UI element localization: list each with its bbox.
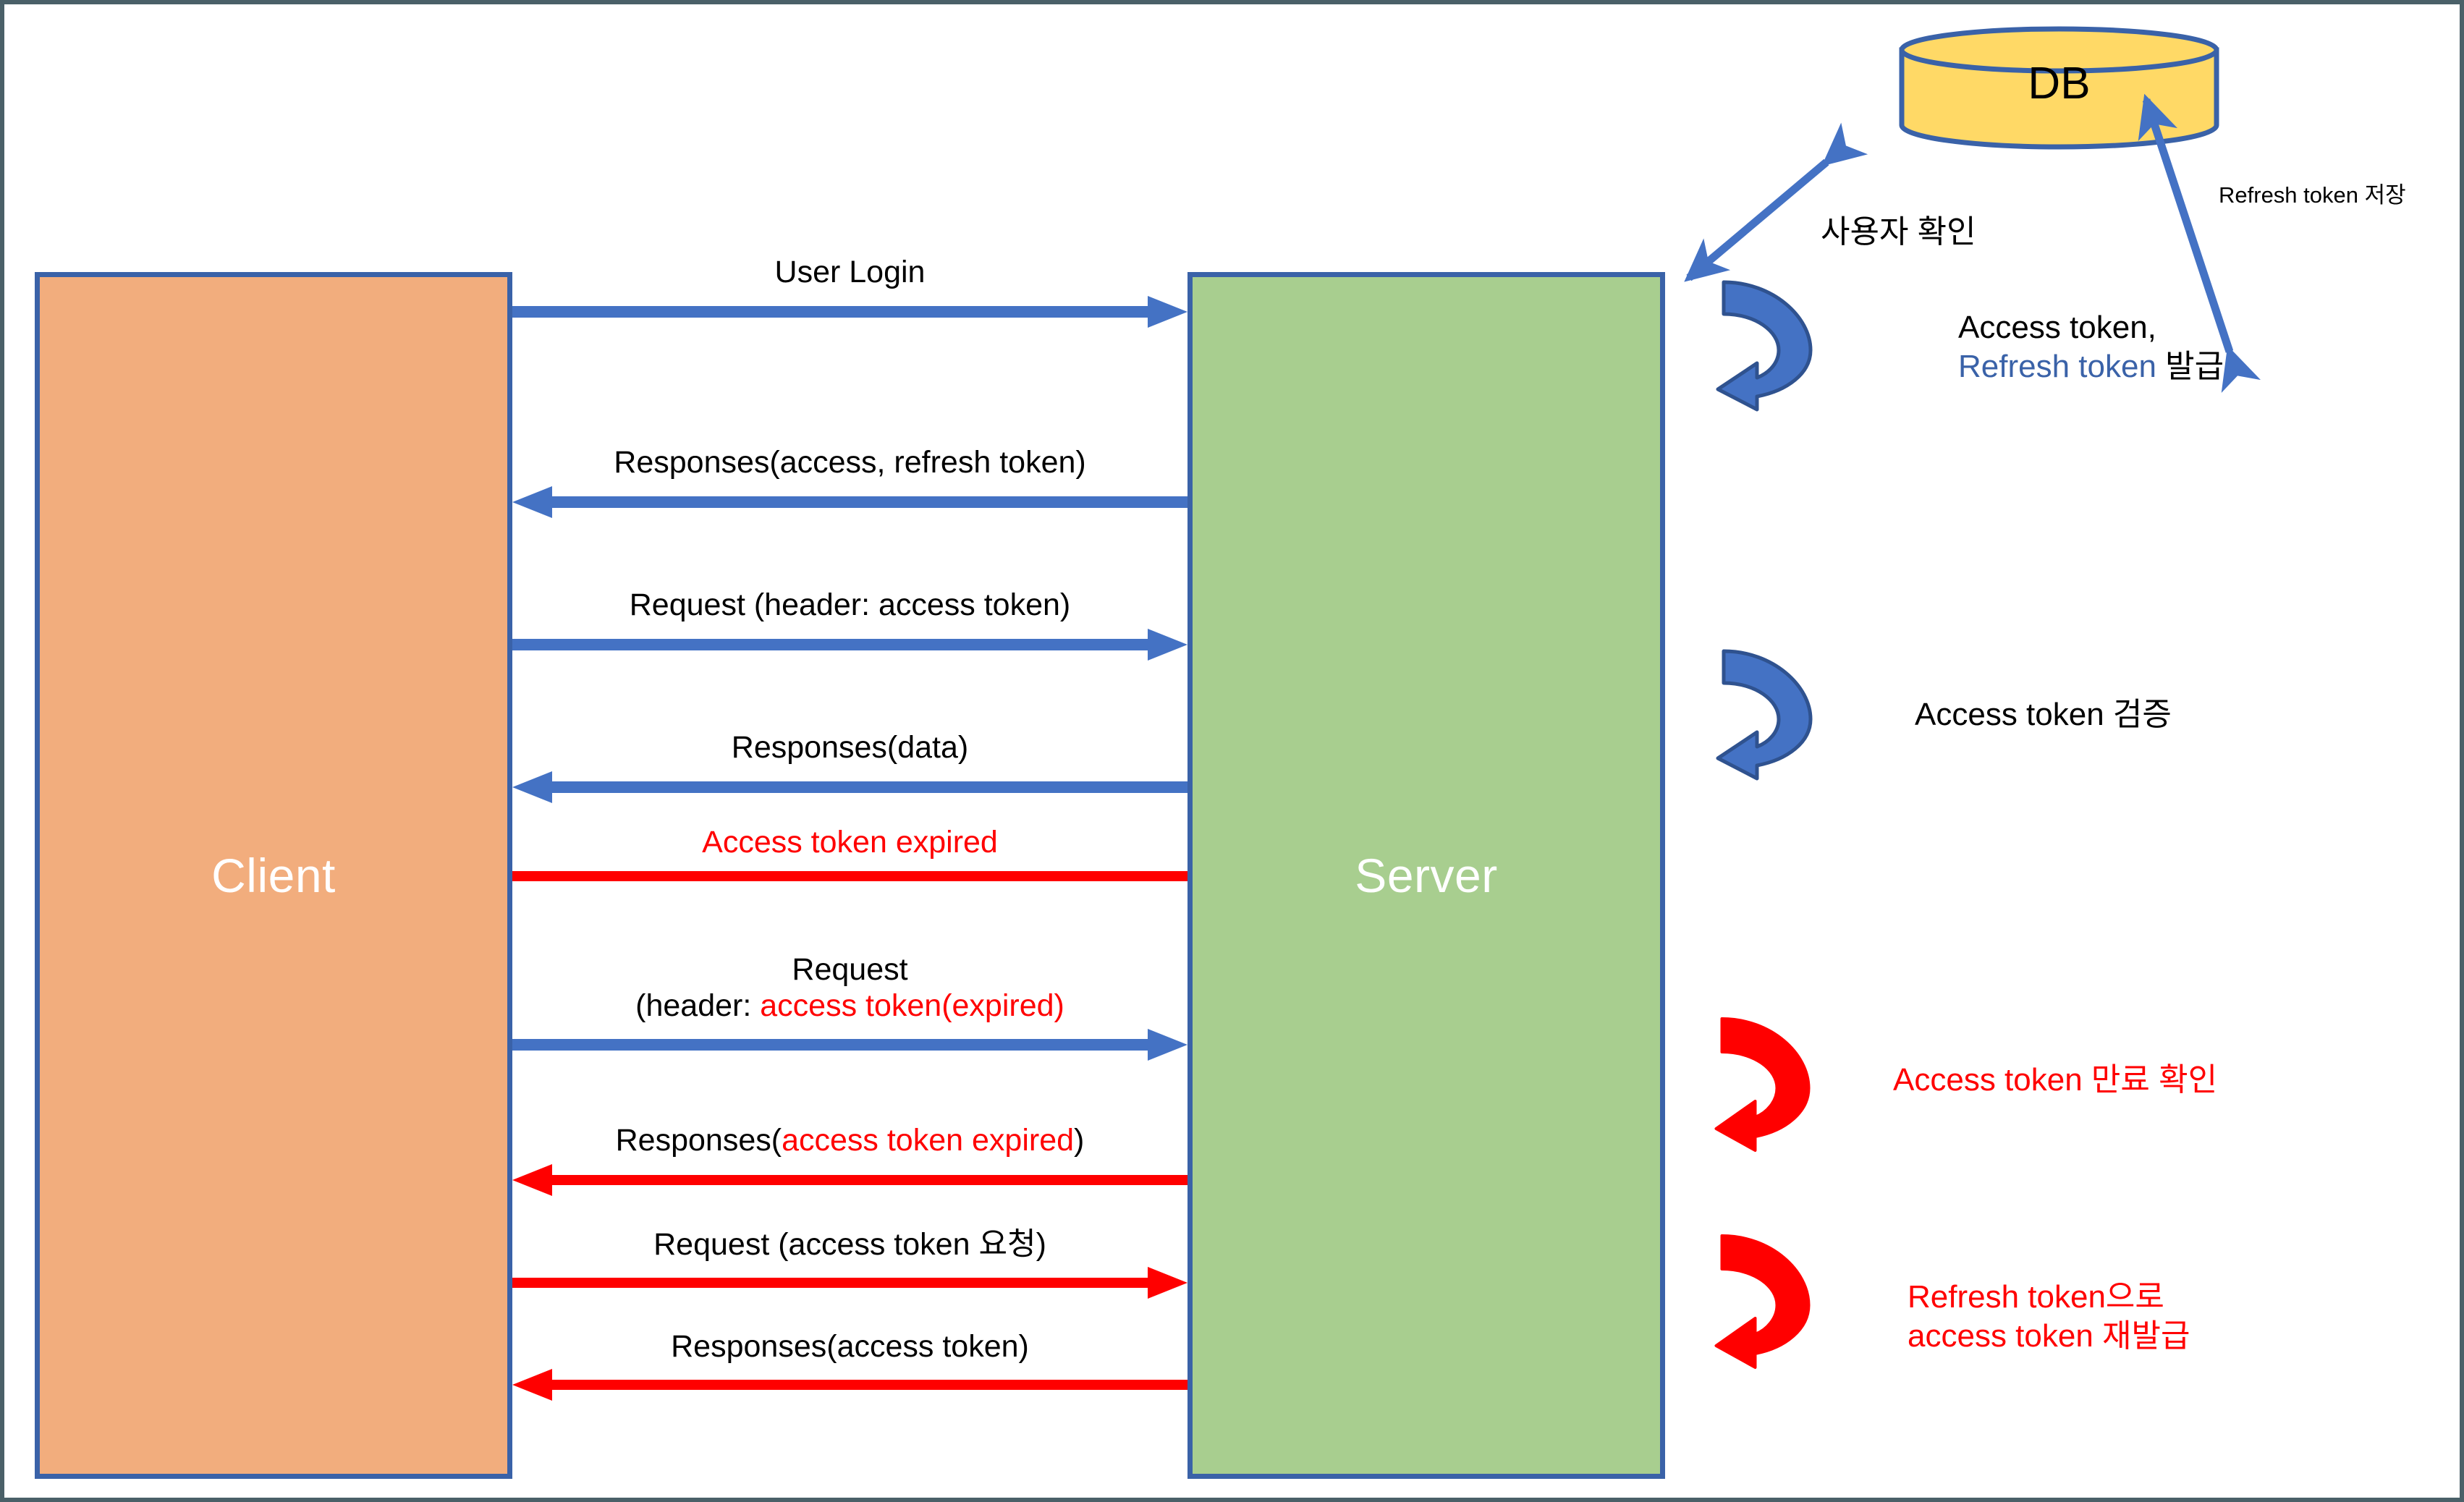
message-label-request-access-token-request: Request (access token 요청) bbox=[653, 1226, 1046, 1262]
note-check-expiry: Access token 만료 확인 bbox=[1893, 1062, 2218, 1098]
self-arrow-verify-access-token bbox=[1712, 641, 1821, 781]
message-label-responses-access-token-expired: Responses(access token expired) bbox=[615, 1122, 1085, 1158]
message-label-responses-data: Responses(data) bbox=[731, 729, 969, 765]
self-arrow-reissue-access-token bbox=[1709, 1227, 1821, 1369]
client-lifeline-box: Client bbox=[35, 272, 512, 1479]
self-arrow-check-expiry bbox=[1709, 1010, 1821, 1152]
server-lifeline-box: Server bbox=[1187, 272, 1665, 1479]
note-user-check: 사용자 확인 bbox=[1821, 214, 1976, 250]
db-cylinder-icon bbox=[1899, 26, 2219, 150]
message-label-access-token-expired: Access token expired bbox=[702, 824, 998, 860]
message-label-responses-access-refresh: Responses(access, refresh token) bbox=[614, 444, 1086, 480]
client-label: Client bbox=[211, 849, 336, 902]
message-label-request-header-access-token-expired: Request(header: access token(expired) bbox=[635, 951, 1064, 1024]
arrow-server-to-db-user-check bbox=[1684, 122, 1868, 282]
arrow-db-to-server-store-refresh bbox=[2138, 93, 2261, 394]
self-arrow-issue-tokens bbox=[1712, 272, 1821, 412]
note-refresh-token-store: Refresh token 저장 bbox=[2219, 182, 2406, 208]
message-label-request-header-access-token: Request (header: access token) bbox=[629, 587, 1071, 622]
db-cylinder: DB bbox=[1898, 26, 2220, 150]
note-issue-tokens: Access token,Refresh token 발급 bbox=[1958, 310, 2224, 384]
server-label: Server bbox=[1355, 849, 1498, 902]
message-label-user-login: User Login bbox=[774, 254, 926, 289]
db-label: DB bbox=[2028, 59, 2091, 109]
db-connector-arrows bbox=[1654, 93, 2261, 394]
note-verify-access-token: Access token 검증 bbox=[1915, 697, 2172, 732]
message-label-responses-access-token: Responses(access token) bbox=[671, 1328, 1029, 1364]
